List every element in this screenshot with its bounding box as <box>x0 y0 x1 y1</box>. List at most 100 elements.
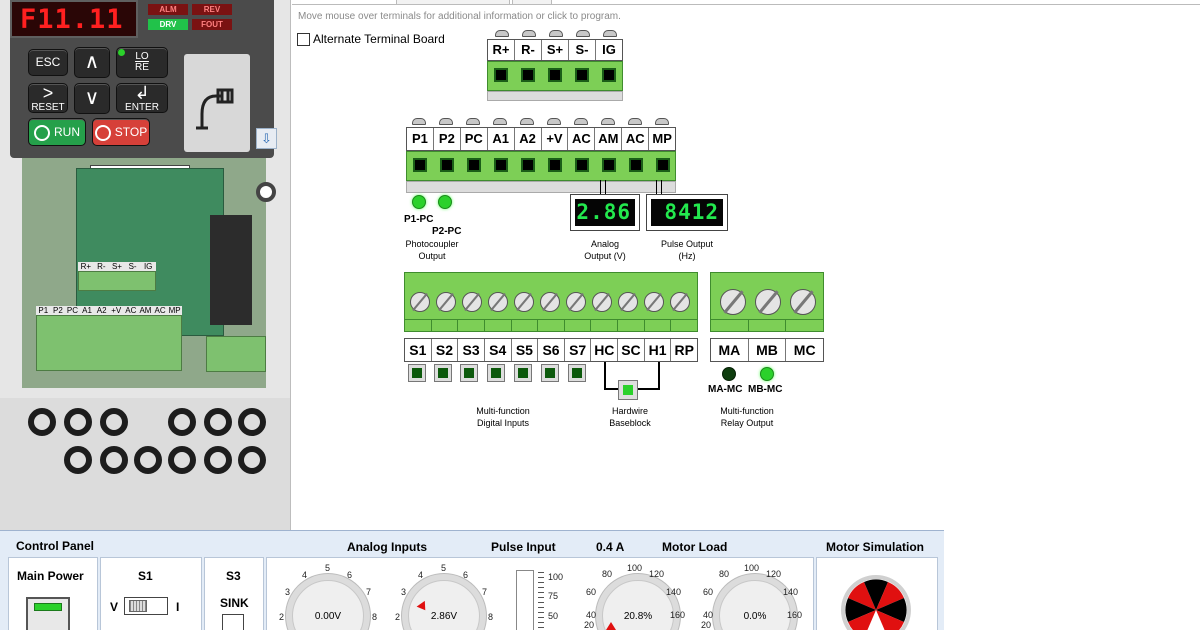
terminal-s-minus[interactable]: S- <box>569 40 596 60</box>
terminal-s4[interactable]: S4 <box>485 339 512 361</box>
input-s5-toggle[interactable] <box>514 364 532 382</box>
terminal-plus-v[interactable]: +V <box>542 128 569 150</box>
tab[interactable] <box>512 0 552 5</box>
terminal-s7[interactable]: S7 <box>565 339 592 361</box>
baseblock-toggle[interactable] <box>618 380 638 400</box>
analog-output-caption: Analog Output (V) <box>572 238 638 262</box>
motor-current-readout: 0.4 A <box>596 540 625 554</box>
terminal-p1[interactable]: P1 <box>407 128 434 150</box>
reset-button[interactable]: > RESET <box>28 83 68 113</box>
terminal-ma[interactable]: MA <box>711 339 749 361</box>
s3-switch[interactable] <box>222 614 244 630</box>
analog-input-2-knob[interactable] <box>402 574 486 630</box>
terminal-s5[interactable]: S5 <box>512 339 539 361</box>
tab[interactable] <box>396 0 510 5</box>
terminal-mb[interactable]: MB <box>749 339 787 361</box>
pulse-input-slider[interactable] <box>516 570 534 630</box>
analog-terminal-labels: P1 P2 PC A1 A2 +V AC AM AC MP <box>406 127 676 151</box>
terminal-screw-icon <box>755 289 781 315</box>
analog-inputs-title: Analog Inputs <box>347 540 427 554</box>
terminal-a2[interactable]: A2 <box>515 128 542 150</box>
comm-terminal-block: R+ R- S+ S- IG <box>487 29 623 101</box>
input-s7-toggle[interactable] <box>568 364 586 382</box>
terminal-screw-icon <box>514 292 534 312</box>
run-button[interactable]: RUN <box>28 118 86 146</box>
pcb-term-label: AC <box>125 306 137 315</box>
knob-tick: 4 <box>302 570 308 580</box>
terminal-s3[interactable]: S3 <box>458 339 485 361</box>
knob-tick: 2 <box>395 612 401 622</box>
relay-caption-line1: Multi-function <box>720 406 774 416</box>
photocoupler-caption-line1: Photocoupler <box>405 239 459 249</box>
analog-output-caption-line2: Output (V) <box>584 251 626 261</box>
p1-pc-label: P1-PC <box>404 214 434 225</box>
input-s6-toggle[interactable] <box>541 364 559 382</box>
terminal-ac[interactable]: AC <box>568 128 596 150</box>
input-s2-toggle[interactable] <box>434 364 452 382</box>
terminal-s1[interactable]: S1 <box>405 339 432 361</box>
terminal-pc[interactable]: PC <box>461 128 488 150</box>
terminal-screw-icon <box>549 30 563 37</box>
pcb-term-label: R+ <box>80 262 92 271</box>
down-button[interactable]: ∨ <box>74 83 110 114</box>
usb-port-panel <box>184 54 250 152</box>
s1-box <box>100 557 202 630</box>
up-button[interactable]: ∧ <box>74 47 110 78</box>
terminal-screw-icon <box>644 292 664 312</box>
input-s4-toggle[interactable] <box>487 364 505 382</box>
analog-terminal-green <box>406 151 676 181</box>
alternate-board-checkbox[interactable] <box>297 33 310 46</box>
terminal-ig[interactable]: IG <box>602 42 616 57</box>
p2-pc-label: P2-PC <box>432 226 462 237</box>
baseblock-caption: Hardwire Baseblock <box>596 405 664 429</box>
terminal-mp[interactable]: MP <box>652 131 672 146</box>
motor-load-title: Motor Load <box>662 540 728 554</box>
terminal-r-plus[interactable]: R+ <box>488 40 515 60</box>
knob-tick: 60 <box>703 587 714 597</box>
s1-switch[interactable] <box>124 597 168 615</box>
terminal-r-minus[interactable]: R- <box>515 40 542 60</box>
terminal-screw-icon <box>618 292 638 312</box>
drive-display: F11.11 <box>10 0 138 38</box>
scroll-down-arrow-icon[interactable]: ⇩ <box>256 128 277 149</box>
terminal-s2[interactable]: S2 <box>432 339 459 361</box>
pulse-output-caption: Pulse Output (Hz) <box>648 238 726 262</box>
terminal-am[interactable]: AM <box>595 128 623 150</box>
pcb-term-label: R- <box>97 262 106 271</box>
stop-button[interactable]: STOP <box>92 118 150 146</box>
s1-title: S1 <box>138 569 153 583</box>
alternate-board-label[interactable]: Alternate Terminal Board <box>313 32 445 46</box>
analog-output-caption-line1: Analog <box>590 239 620 249</box>
knob-tick: 100 <box>744 563 760 573</box>
terminal-s-plus[interactable]: S+ <box>542 40 569 60</box>
enter-button[interactable]: ↲ ENTER <box>116 83 168 113</box>
terminal-h1[interactable]: H1 <box>645 339 672 361</box>
mb-mc-led <box>760 367 774 381</box>
power-screw <box>238 408 266 436</box>
terminal-ac[interactable]: AC <box>622 128 650 150</box>
input-s1-toggle[interactable] <box>408 364 426 382</box>
terminal-screw-icon <box>462 292 482 312</box>
terminal-rp[interactable]: RP <box>674 342 694 358</box>
motor-rotor-icon <box>840 574 912 630</box>
pcb-term-label: MP <box>168 306 181 315</box>
input-s3-toggle[interactable] <box>460 364 478 382</box>
terminal-mc[interactable]: MC <box>793 342 816 358</box>
pcb-term-label: AC <box>154 306 166 315</box>
knob-tick: 7 <box>482 587 488 597</box>
knob-tick: 100 <box>627 563 643 573</box>
terminal-hc[interactable]: HC <box>591 339 619 361</box>
motor-load-2-knob[interactable] <box>713 574 797 630</box>
main-power-switch[interactable] <box>26 597 70 630</box>
terminal-sc[interactable]: SC <box>618 339 645 361</box>
terminal-a1[interactable]: A1 <box>488 128 515 150</box>
ma-mc-label: MA-MC <box>708 384 743 395</box>
power-screw <box>64 408 92 436</box>
terminal-p2[interactable]: P2 <box>434 128 461 150</box>
am-wire <box>600 180 606 197</box>
terminal-s6[interactable]: S6 <box>538 339 565 361</box>
analog-input-1-knob[interactable] <box>286 574 370 630</box>
esc-button[interactable]: ESC <box>28 49 68 76</box>
s3-title: S3 <box>226 569 241 583</box>
knob-tick: 40 <box>586 610 597 620</box>
